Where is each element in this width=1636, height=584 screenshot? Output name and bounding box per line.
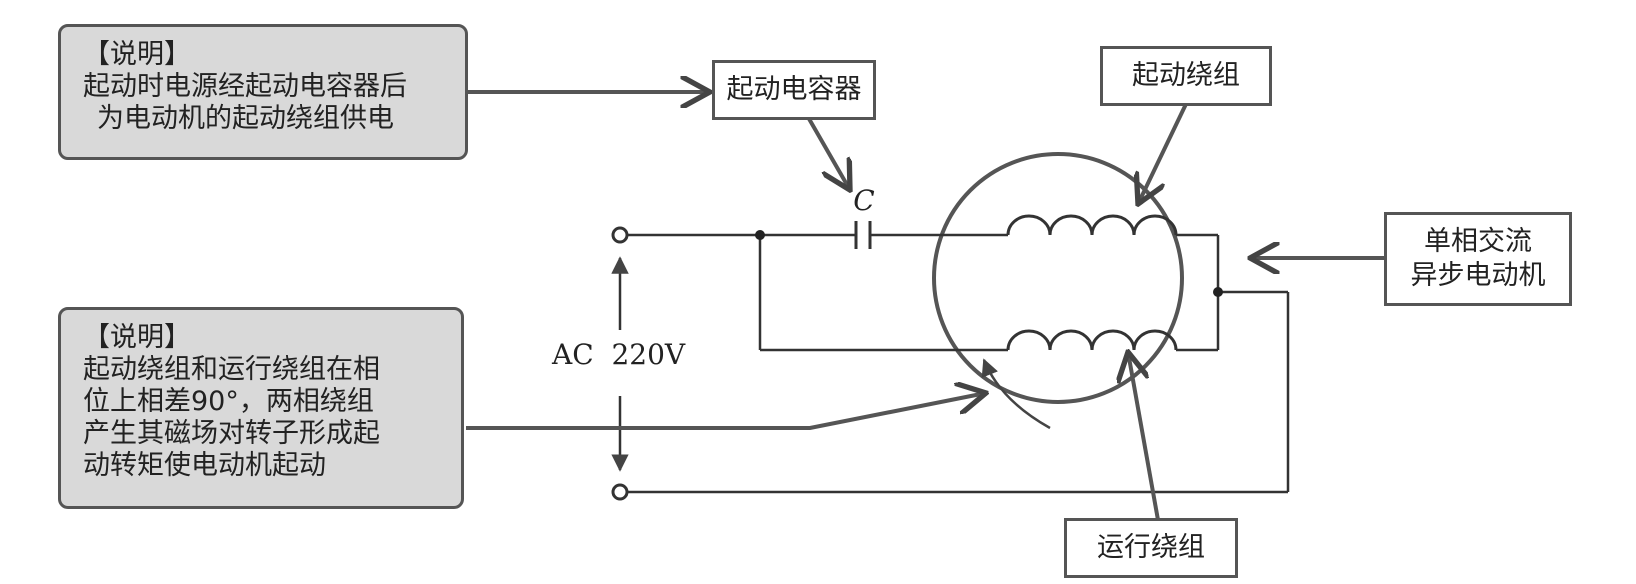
note-box-top: 【说明】 起动时电源经起动电容器后 为电动机的起动绕组供电 [58,24,468,160]
motor-label-line2: 异步电动机 [1410,260,1546,291]
capacitor-label-box: 起动电容器 [712,60,876,120]
capacitor-label: 起动电容器 [726,74,862,105]
terminal-top [611,226,629,244]
run-winding-label-box: 运行绕组 [1064,518,1238,578]
note-top-heading: 【说明】 [83,39,191,70]
rotation-arc [981,358,1051,430]
junction-dot-right [1213,287,1223,297]
motor-label-box: 单相交流 异步电动机 [1384,212,1572,306]
run-winding-coil [1006,329,1178,351]
motor-label-line1: 单相交流 [1424,226,1532,257]
note-top-line1: 起动时电源经起动电容器后 [83,71,407,102]
junction-dot-left [755,230,765,240]
motor-circle [932,152,1184,404]
note-bottom-line4: 动转矩使电动机起动 [83,450,326,481]
note-bottom-line2: 位上相差90°，两相绕组 [83,386,374,417]
capacitor-symbol [854,221,872,249]
capacitor-symbol-label: C [853,184,874,217]
note-bottom-line1: 起动绕组和运行绕组在相 [83,354,380,385]
terminal-bottom [611,483,629,501]
callout-arrows [466,92,1384,521]
note-top-line2: 为电动机的起动绕组供电 [97,103,394,134]
wires [622,233,1290,494]
start-winding-label-box: 起动绕组 [1100,46,1272,106]
voltage-label: AC 220V [551,338,686,371]
start-winding-coil [1006,214,1178,236]
note-bottom-line3: 产生其磁场对转子形成起 [83,418,380,449]
note-box-bottom: 【说明】 起动绕组和运行绕组在相 位上相差90°，两相绕组 产生其磁场对转子形成… [58,307,464,509]
run-winding-label: 运行绕组 [1097,532,1205,563]
note-bottom-heading: 【说明】 [83,322,191,353]
start-winding-label: 起动绕组 [1132,60,1240,91]
